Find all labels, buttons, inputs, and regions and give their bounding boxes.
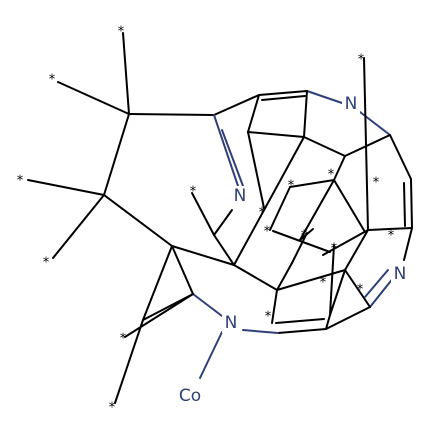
attachment-marker-18: *	[373, 176, 380, 191]
bond-33	[171, 245, 194, 295]
bond-60	[299, 179, 335, 241]
bond-8	[258, 90, 308, 96]
attachment-marker-8: *	[259, 206, 266, 221]
bond-50	[325, 306, 371, 330]
atom-n-bottom: N	[222, 313, 240, 333]
bond-4	[52, 194, 105, 259]
attachment-marker-1: *	[49, 73, 56, 88]
bond-3	[27, 179, 105, 196]
atom-n-right: N	[391, 264, 409, 284]
bond-21	[410, 178, 413, 229]
attachment-marker-10: *	[388, 229, 395, 244]
attachment-points: * * * * * * * * * * * * * * * * * * *	[17, 25, 395, 416]
attachment-marker-12: *	[328, 168, 335, 183]
atom-labels: N N N N Co	[175, 94, 409, 407]
bond-51	[277, 328, 327, 334]
attachment-marker-4: *	[358, 53, 365, 68]
bond-14	[247, 131, 305, 138]
n-left-label: N	[234, 186, 247, 206]
bond-37	[233, 264, 278, 291]
attachment-marker-16: *	[265, 310, 272, 325]
bond-11	[247, 94, 260, 133]
bond-13	[221, 129, 244, 187]
bond-17	[389, 134, 412, 180]
bond-18	[344, 134, 391, 157]
attachment-marker-7: *	[264, 225, 271, 240]
bond-41	[344, 269, 371, 308]
bond-46	[192, 293, 223, 317]
bond-54	[242, 329, 279, 334]
bond-30	[322, 229, 369, 256]
attachment-marker-11: *	[331, 242, 338, 257]
n-right-label: N	[394, 264, 407, 284]
bond-47	[124, 293, 194, 338]
bond-15	[303, 90, 308, 138]
bond-38	[276, 269, 346, 291]
bond-28	[289, 179, 335, 188]
bond-5	[103, 194, 173, 247]
attachment-marker-14: *	[120, 332, 127, 347]
bond-10	[306, 90, 343, 104]
bond-35	[114, 319, 144, 404]
bond-43	[329, 244, 335, 316]
bond-58	[199, 331, 223, 379]
bond-31	[367, 227, 413, 231]
bond-56	[191, 192, 215, 236]
bond-55	[213, 234, 235, 266]
attachment-marker-2: *	[17, 174, 24, 189]
bond-layer	[27, 32, 413, 404]
bond-57	[213, 209, 233, 236]
attachment-marker-9: *	[301, 229, 308, 244]
attachment-marker-13: *	[320, 276, 327, 291]
bond-44	[276, 262, 293, 291]
attachment-marker-17: *	[357, 283, 364, 298]
n-top-right-label: N	[345, 94, 358, 114]
bond-45	[291, 232, 308, 264]
bond-39	[272, 230, 331, 253]
bond-12	[213, 114, 239, 187]
atom-n-top-right: N	[342, 94, 360, 114]
bond-24	[233, 136, 305, 266]
bond-26	[333, 155, 346, 181]
bond-61	[299, 228, 314, 241]
bond-9	[261, 95, 306, 101]
bond-29	[344, 229, 369, 271]
bond-42	[329, 269, 346, 316]
bond-6	[128, 113, 215, 116]
bond-40	[271, 289, 278, 324]
attachment-marker-5: *	[190, 185, 197, 200]
attachment-marker-15: *	[109, 401, 116, 416]
bond-25	[247, 131, 265, 209]
attachment-marker-3: *	[43, 256, 50, 271]
attachment-marker-0: *	[118, 25, 125, 40]
bond-0	[122, 32, 130, 115]
atom-cobalt: Co	[175, 385, 205, 407]
bond-34	[142, 245, 173, 321]
bond-53	[325, 314, 331, 330]
n-bottom-label: N	[225, 313, 238, 333]
attachment-marker-6: *	[288, 179, 295, 194]
bond-23	[403, 227, 413, 261]
bond-59	[269, 186, 291, 231]
bond-7	[213, 94, 260, 116]
bond-19	[303, 136, 346, 157]
bond-32	[171, 245, 235, 266]
bond-2	[103, 113, 130, 196]
bond-49	[364, 269, 389, 298]
bond-1	[57, 81, 130, 115]
bond-22	[403, 182, 406, 227]
atom-n-left: N	[231, 186, 249, 206]
cobalt-label: Co	[179, 386, 201, 406]
bond-20	[363, 57, 369, 231]
bond-48	[369, 276, 395, 308]
bond-52	[275, 318, 325, 324]
bond-27	[333, 179, 366, 233]
